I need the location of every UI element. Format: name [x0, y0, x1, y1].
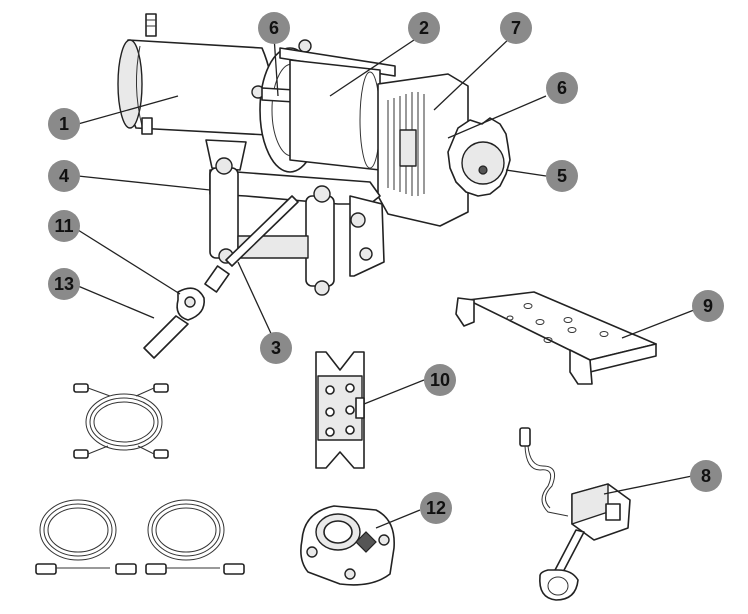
callout-11: 11: [48, 210, 80, 242]
clutch-knob: [447, 117, 511, 197]
power-cable-1: [73, 383, 169, 459]
svg-text:1: 1: [59, 114, 69, 134]
contactor: [315, 351, 365, 469]
svg-text:8: 8: [701, 466, 711, 486]
callout-9: 9: [692, 290, 724, 322]
svg-text:4: 4: [59, 166, 69, 186]
callout-13: 13: [48, 268, 80, 300]
callout-7: 7: [500, 12, 532, 44]
svg-text:12: 12: [426, 498, 446, 518]
wire-rope: [225, 195, 299, 267]
callout-6-right: 6: [546, 72, 578, 104]
callout-3: 3: [260, 332, 292, 364]
svg-text:2: 2: [419, 18, 429, 38]
winch-frame: [205, 139, 385, 277]
svg-text:6: 6: [269, 18, 279, 38]
callout-10: 10: [424, 364, 456, 396]
handlebar-switch: [519, 427, 631, 601]
svg-text:6: 6: [557, 78, 567, 98]
switch-housing: [300, 505, 395, 586]
winch-assembly: [117, 13, 511, 359]
callout-12: 12: [420, 492, 452, 524]
power-cable-3: [145, 499, 245, 575]
svg-text:13: 13: [54, 274, 74, 294]
callout-6-top: 6: [258, 12, 290, 44]
svg-text:3: 3: [271, 338, 281, 358]
power-cable-2: [35, 499, 137, 575]
svg-text:5: 5: [557, 166, 567, 186]
roller-fairlead: [209, 157, 335, 296]
callout-4: 4: [48, 160, 80, 192]
mounting-plate: [455, 291, 657, 385]
leader-lines: [77, 35, 695, 529]
callout-8: 8: [690, 460, 722, 492]
motor-housing: [117, 13, 274, 136]
callout-5: 5: [546, 160, 578, 192]
svg-text:9: 9: [703, 296, 713, 316]
cable-drum: [289, 59, 381, 171]
callout-1: 1: [48, 108, 80, 140]
gearbox: [377, 73, 469, 227]
svg-text:11: 11: [54, 216, 73, 236]
callout-2: 2: [408, 12, 440, 44]
hook-and-strap: [143, 265, 230, 359]
svg-text:10: 10: [430, 370, 450, 390]
svg-text:7: 7: [511, 18, 521, 38]
